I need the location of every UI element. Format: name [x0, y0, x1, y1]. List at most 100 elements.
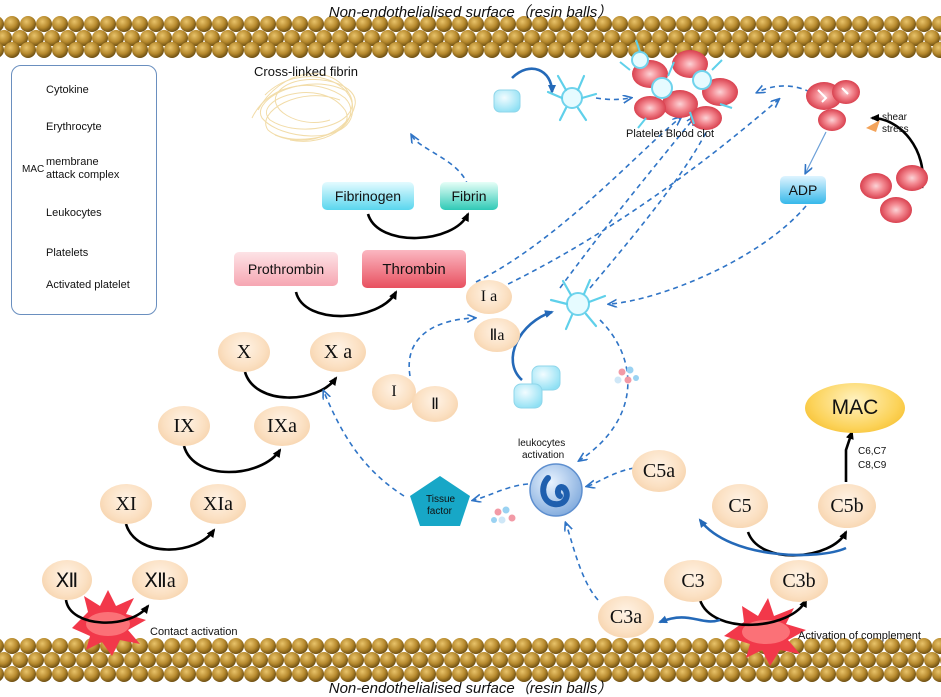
arrow-ia-to-clot — [475, 118, 680, 283]
factor-xa: X a — [310, 332, 366, 372]
resin-bead — [4, 42, 20, 58]
resin-bead — [196, 638, 212, 654]
resin-bead — [844, 30, 860, 46]
resin-bead — [900, 42, 916, 58]
resin-bead — [4, 666, 20, 682]
resin-bead — [300, 652, 316, 668]
tissue-factor-line1: Tissue — [426, 494, 456, 505]
fibrinogen-box: Fibrinogen — [322, 182, 414, 210]
resin-bead — [724, 666, 740, 682]
resin-bead — [708, 42, 724, 58]
resin-bead — [308, 666, 324, 682]
resin-bead — [0, 30, 12, 46]
resin-bead — [620, 30, 636, 46]
resin-bead — [292, 638, 308, 654]
resin-bead — [252, 652, 268, 668]
platelet-top — [493, 89, 521, 113]
resin-bead — [516, 638, 532, 654]
resin-bead — [516, 666, 532, 682]
resin-bead — [884, 666, 900, 682]
resin-bead — [452, 638, 468, 654]
resin-bead — [900, 16, 916, 32]
resin-bead — [500, 16, 516, 32]
factor-xii: Ⅻ — [42, 560, 92, 600]
resin-bead — [564, 666, 580, 682]
resin-bead — [372, 638, 388, 654]
arrow-fibrin-to-mesh — [412, 136, 469, 187]
resin-bead — [212, 42, 228, 58]
resin-bead — [308, 16, 324, 32]
resin-bead — [436, 638, 452, 654]
resin-bead — [868, 638, 884, 654]
resin-bead — [772, 42, 788, 58]
resin-bead — [452, 666, 468, 682]
resin-bead — [836, 42, 852, 58]
arrow-i-to-ia — [408, 318, 474, 377]
resin-bead — [636, 652, 652, 668]
resin-bead — [652, 30, 668, 46]
resin-bead — [644, 42, 660, 58]
resin-bead — [404, 638, 420, 654]
resin-bead — [348, 30, 364, 46]
resin-bead — [820, 16, 836, 32]
resin-bead — [180, 42, 196, 58]
resin-bead — [844, 652, 860, 668]
resin-bead — [796, 652, 812, 668]
resin-bead — [644, 16, 660, 32]
resin-bead — [548, 42, 564, 58]
resin-bead — [884, 638, 900, 654]
resin-bead — [84, 666, 100, 682]
factor-ix: IX — [158, 406, 210, 446]
resin-bead — [572, 652, 588, 668]
resin-bead — [604, 652, 620, 668]
resin-bead — [756, 666, 772, 682]
resin-bead — [420, 666, 436, 682]
resin-bead — [100, 42, 116, 58]
resin-bead — [612, 16, 628, 32]
resin-bead — [428, 30, 444, 46]
resin-bead — [340, 16, 356, 32]
resin-bead — [20, 666, 36, 682]
resin-bead — [316, 652, 332, 668]
resin-bead — [548, 638, 564, 654]
resin-bead — [876, 652, 892, 668]
erythrocytes-right — [806, 80, 928, 223]
resin-bead — [868, 16, 884, 32]
resin-bead — [60, 652, 76, 668]
prothrombin-box: Prothrombin — [234, 252, 338, 286]
legend-mac-line1: membrane — [46, 156, 99, 168]
resin-bead — [788, 16, 804, 32]
resin-bead — [324, 42, 340, 58]
factor-c5: C5 — [712, 484, 768, 528]
resin-bead — [156, 30, 172, 46]
resin-bead — [932, 16, 941, 32]
resin-bead — [588, 30, 604, 46]
resin-bead — [780, 652, 796, 668]
resin-bead — [564, 42, 580, 58]
resin-bead — [892, 652, 908, 668]
contact-activation-label: Contact activation — [150, 626, 238, 638]
resin-bead — [0, 639, 4, 653]
resin-bead — [868, 42, 884, 58]
resin-bead — [388, 42, 404, 58]
arrow-c3a-to-leuko — [566, 524, 599, 601]
leukocytes-activation-line1: leukocytes — [518, 438, 566, 449]
resin-bead — [660, 42, 676, 58]
legend-leukocytes-label: Leukocytes — [46, 207, 102, 219]
resin-bead — [372, 16, 388, 32]
resin-bead — [260, 42, 276, 58]
resin-bead — [148, 42, 164, 58]
resin-bead — [388, 666, 404, 682]
resin-bead — [580, 638, 596, 654]
resin-bead — [428, 652, 444, 668]
resin-bead — [356, 16, 372, 32]
resin-bead — [468, 42, 484, 58]
resin-bead — [396, 652, 412, 668]
resin-bead — [100, 666, 116, 682]
resin-bead — [228, 16, 244, 32]
resin-bead — [180, 638, 196, 654]
resin-bead — [308, 638, 324, 654]
resin-bead — [444, 30, 460, 46]
resin-bead — [532, 42, 548, 58]
arrow-activated-to-leuko — [580, 319, 629, 460]
